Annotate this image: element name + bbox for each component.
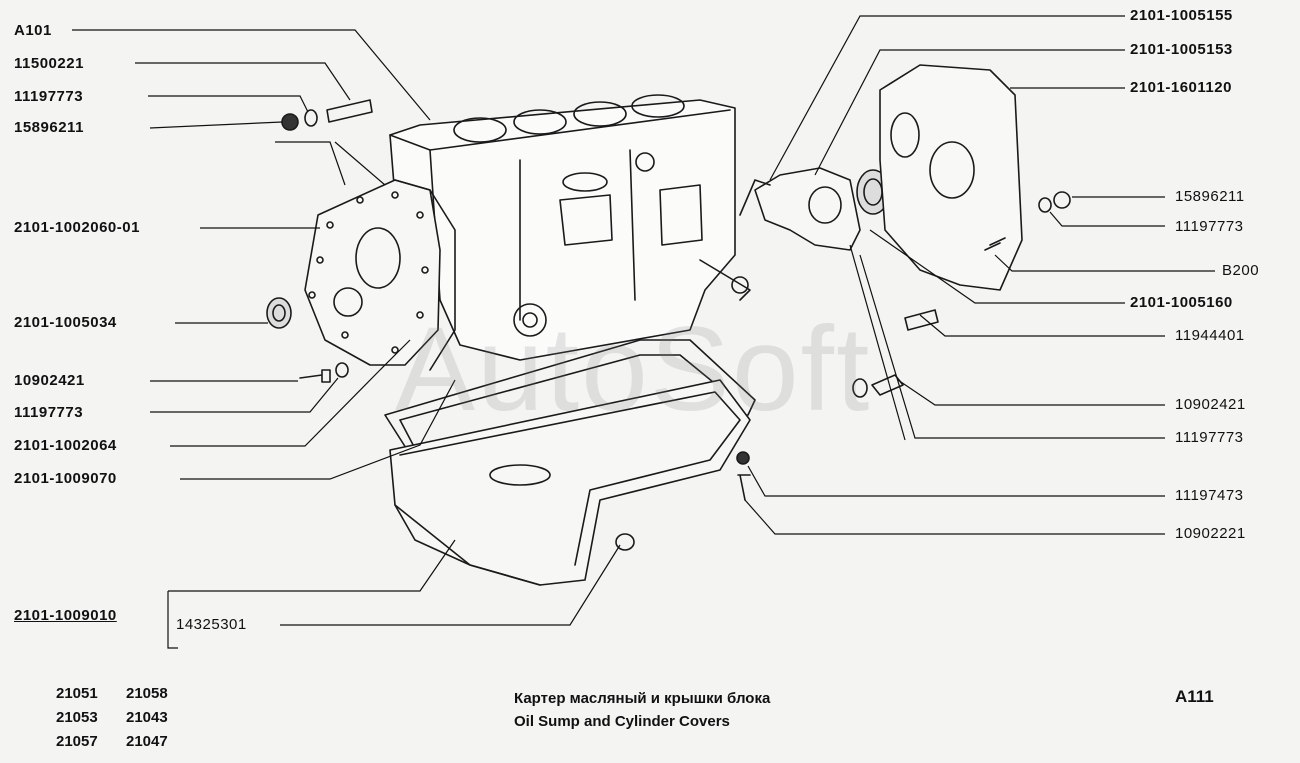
title-russian: Картер масляный и крышки блока bbox=[514, 690, 771, 707]
model-21053: 21053 bbox=[56, 709, 98, 726]
callout-2101-1005034: 2101-1005034 bbox=[14, 314, 117, 331]
model-21043: 21043 bbox=[126, 709, 168, 726]
callout-a101: A101 bbox=[14, 22, 52, 39]
callout-2101-1002064: 2101-1002064 bbox=[14, 437, 117, 454]
title-english: Oil Sump and Cylinder Covers bbox=[514, 713, 730, 730]
rear-seal-holder bbox=[739, 167, 861, 251]
callout-10902421-right: 10902421 bbox=[1175, 396, 1246, 413]
model-21047: 21047 bbox=[126, 733, 168, 750]
callout-2101-1002060-01: 2101-1002060-01 bbox=[14, 219, 140, 236]
callout-11197773-right-top: 11197773 bbox=[1175, 218, 1244, 235]
callout-11197773-right-bottom: 11197773 bbox=[1175, 429, 1244, 446]
callout-11944401: 11944401 bbox=[1175, 327, 1245, 344]
oil-pan bbox=[389, 379, 751, 586]
callout-2101-1005160: 2101-1005160 bbox=[1130, 294, 1233, 311]
callout-10902221: 10902221 bbox=[1175, 525, 1246, 542]
callout-11197773-left-bottom: 11197773 bbox=[14, 404, 84, 421]
callout-b200: B200 bbox=[1222, 262, 1260, 279]
timing-cover bbox=[304, 179, 456, 371]
callout-2101-1005153: 2101-1005153 bbox=[1130, 41, 1233, 58]
callout-15896211-right: 15896211 bbox=[1175, 188, 1245, 205]
page-code: A111 bbox=[1175, 687, 1214, 706]
callout-2101-1009010: 2101-1009010 bbox=[14, 607, 117, 624]
watermark-text: AutoSoft bbox=[395, 302, 872, 436]
leader-lines bbox=[72, 15, 1215, 649]
model-21057: 21057 bbox=[56, 733, 98, 750]
model-21051: 21051 bbox=[56, 685, 98, 702]
callout-11500221: 11500221 bbox=[14, 55, 84, 72]
callout-2101-1601120: 2101-1601120 bbox=[1130, 79, 1232, 96]
rear-cover-plate bbox=[879, 64, 1023, 291]
callout-14325301: 14325301 bbox=[176, 616, 247, 633]
callout-2101-1005155: 2101-1005155 bbox=[1130, 7, 1233, 24]
model-21058: 21058 bbox=[126, 685, 168, 702]
callout-15896211-left: 15896211 bbox=[14, 119, 84, 136]
callout-10902421-left: 10902421 bbox=[14, 372, 85, 389]
cylinder-block bbox=[389, 94, 751, 361]
callout-2101-1009070: 2101-1009070 bbox=[14, 470, 117, 487]
callout-11197473: 11197473 bbox=[1175, 487, 1244, 504]
front-oil-seal bbox=[266, 297, 292, 329]
callout-11197773-left-top: 11197773 bbox=[14, 88, 84, 105]
